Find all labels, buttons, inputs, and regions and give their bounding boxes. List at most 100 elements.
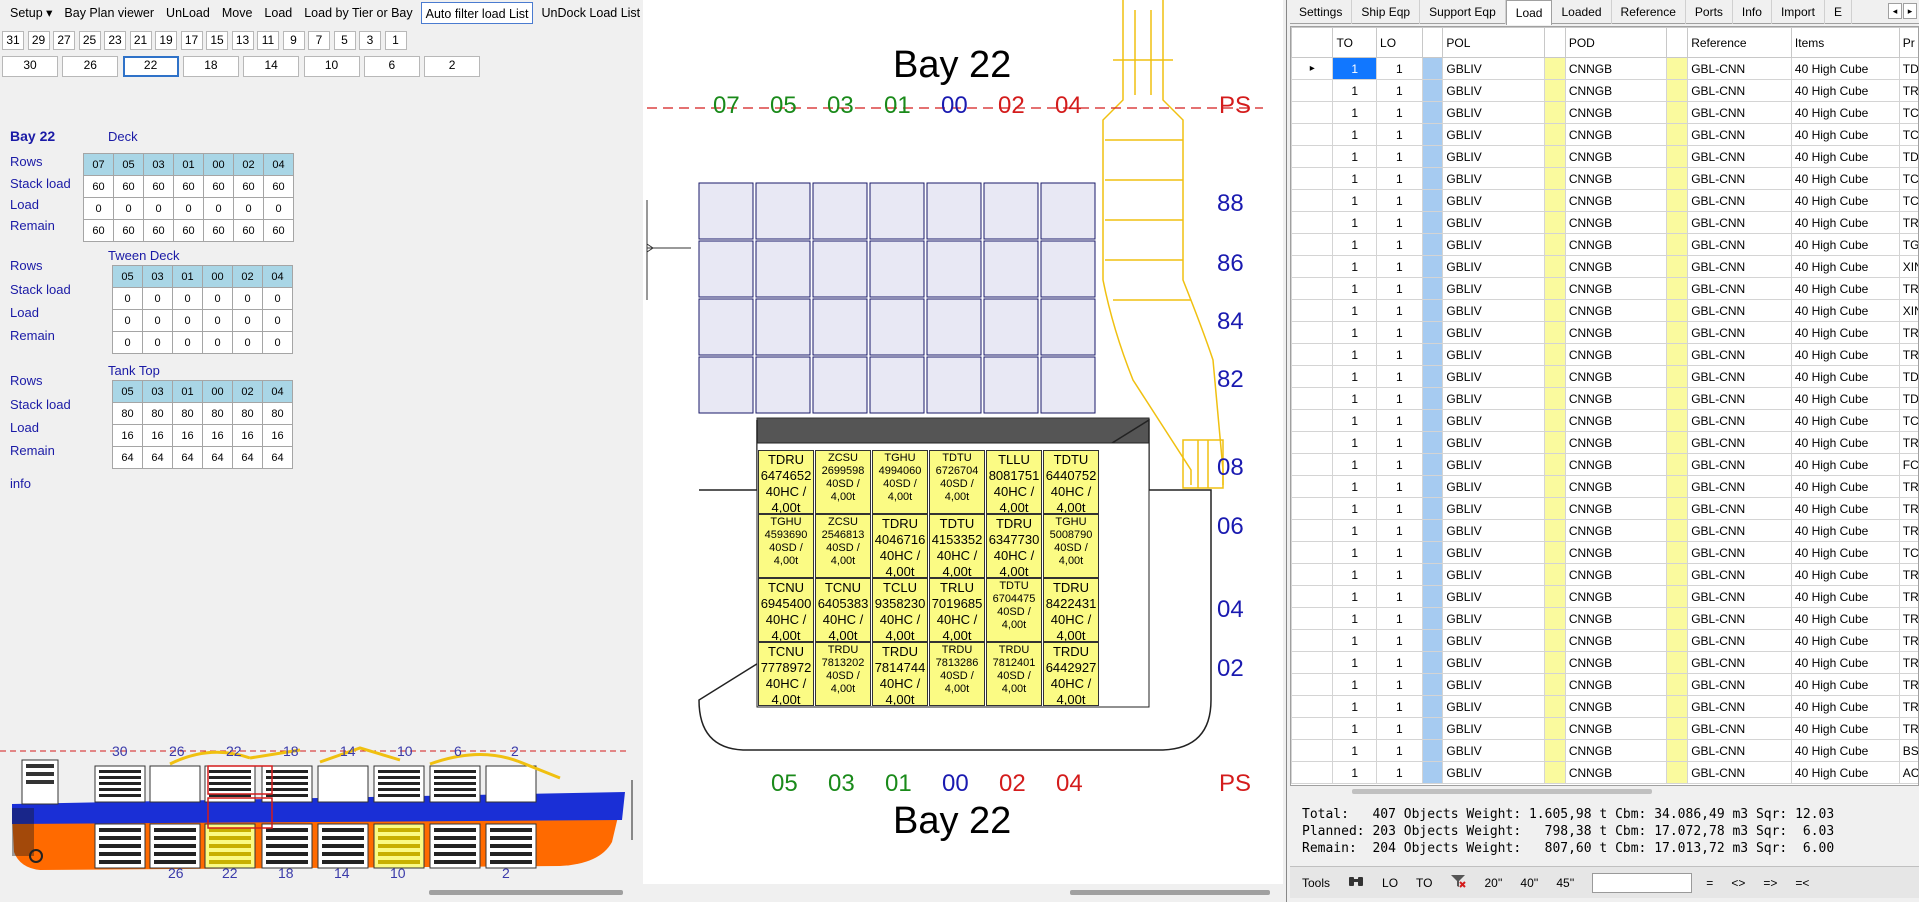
cell-reference[interactable]: GBL-CNN [1687, 409, 1792, 432]
cell-lo[interactable]: 1 [1376, 673, 1423, 696]
cell-reference[interactable]: GBL-CNN [1687, 189, 1792, 212]
cell-items[interactable]: 40 High Cube [1790, 233, 1900, 256]
cell-to[interactable]: 1 [1332, 123, 1378, 146]
cell-items[interactable]: 40 High Cube [1790, 211, 1900, 234]
cell-pod[interactable]: CNNGB [1564, 431, 1668, 454]
cell-prefix[interactable]: TD [1898, 57, 1918, 80]
cell-to[interactable]: 1 [1332, 475, 1378, 498]
tab-import[interactable]: Import [1772, 0, 1825, 24]
cell-items[interactable]: 40 High Cube [1790, 431, 1900, 454]
container-cell[interactable]: TGHU 4593690 40SD / 4,00t [758, 514, 814, 578]
cell-reference[interactable]: GBL-CNN [1687, 167, 1792, 190]
bay-button-26[interactable]: 26 [62, 56, 119, 77]
cell-prefix[interactable]: FCI [1898, 453, 1918, 476]
row-indicator[interactable] [1291, 167, 1334, 190]
container-cell[interactable]: TDRU 6474652 40HC / 4,00t [758, 450, 814, 514]
cell-items[interactable]: 40 High Cube [1790, 475, 1900, 498]
cell-prefix[interactable]: TC [1898, 101, 1918, 124]
cell-pol[interactable]: GBLIV [1442, 607, 1546, 630]
deck-slot[interactable] [869, 182, 925, 240]
cell-lo[interactable]: 1 [1376, 145, 1423, 168]
tab-settings[interactable]: Settings [1290, 0, 1353, 24]
row-indicator[interactable] [1291, 145, 1334, 168]
cell-reference[interactable]: GBL-CNN [1687, 365, 1792, 388]
cell-prefix[interactable]: TR [1898, 497, 1918, 520]
cell-pol[interactable]: GBLIV [1442, 255, 1546, 278]
cell-prefix[interactable]: TD [1898, 387, 1918, 410]
grid-hscroll-thumb[interactable] [1352, 789, 1652, 794]
bay-button-9[interactable]: 9 [282, 31, 305, 50]
deck-slot[interactable] [1040, 240, 1096, 298]
deck-slot[interactable] [812, 356, 868, 414]
cell-prefix[interactable]: TD [1898, 365, 1918, 388]
tab-load[interactable]: Load [1505, 0, 1553, 25]
cell-lo[interactable]: 1 [1376, 123, 1423, 146]
cell-pol[interactable]: GBLIV [1442, 387, 1546, 410]
cell-lo[interactable]: 1 [1376, 387, 1423, 410]
cell-pol[interactable]: GBLIV [1442, 695, 1546, 718]
bay-button-10[interactable]: 10 [303, 56, 360, 77]
container-cell[interactable]: TCNU 6405383 40HC / 4,00t [815, 578, 871, 642]
row-indicator[interactable] [1291, 695, 1334, 718]
cell-items[interactable]: 40 High Cube [1790, 189, 1900, 212]
cell-pol[interactable]: GBLIV [1442, 563, 1546, 586]
cell-prefix[interactable]: TD [1898, 145, 1918, 168]
bay-button-13[interactable]: 13 [231, 31, 254, 50]
cell-reference[interactable]: GBL-CNN [1687, 211, 1792, 234]
cell-prefix[interactable]: TG [1898, 233, 1918, 256]
row-indicator[interactable] [1291, 79, 1334, 102]
deck-slot[interactable] [812, 240, 868, 298]
cell-items[interactable]: 40 High Cube [1790, 343, 1900, 366]
cell-prefix[interactable]: TC [1898, 123, 1918, 146]
cell-items[interactable]: 40 High Cube [1790, 453, 1900, 476]
filter-20-button[interactable]: 20'' [1484, 875, 1503, 890]
deck-slot[interactable] [1040, 182, 1096, 240]
filter-40-button[interactable]: 40'' [1520, 875, 1539, 890]
bay-button-1[interactable]: 1 [384, 31, 407, 50]
cell-lo[interactable]: 1 [1376, 497, 1423, 520]
cell-pod[interactable]: CNNGB [1564, 475, 1668, 498]
cell-pol[interactable]: GBLIV [1442, 299, 1546, 322]
container-cell[interactable]: TRDU 6442927 40HC / 4,00t [1043, 642, 1099, 706]
cell-reference[interactable]: GBL-CNN [1687, 541, 1792, 564]
equals-button[interactable]: = [1706, 875, 1714, 890]
cell-pol[interactable]: GBLIV [1442, 145, 1546, 168]
cell-to[interactable]: 1 [1332, 343, 1378, 366]
cell-reference[interactable]: GBL-CNN [1687, 343, 1792, 366]
container-cell[interactable]: TCNU 6945400 40HC / 4,00t [758, 578, 814, 642]
cell-items[interactable]: 40 High Cube [1790, 277, 1900, 300]
deck-slot[interactable] [698, 356, 754, 414]
cell-pod[interactable]: CNNGB [1564, 101, 1668, 124]
cell-lo[interactable]: 1 [1376, 431, 1423, 454]
cell-lo[interactable]: 1 [1376, 409, 1423, 432]
less-equal-button[interactable]: =< [1795, 875, 1810, 890]
row-indicator[interactable] [1291, 189, 1334, 212]
cell-to[interactable]: 1 [1332, 387, 1378, 410]
cell-prefix[interactable]: TR [1898, 321, 1918, 344]
binoculars-icon[interactable] [1348, 874, 1364, 891]
cell-pod[interactable]: CNNGB [1564, 211, 1668, 234]
cell-pod[interactable]: CNNGB [1564, 365, 1668, 388]
row-indicator[interactable] [1291, 343, 1334, 366]
cell-pol[interactable]: GBLIV [1442, 277, 1546, 300]
cell-lo[interactable]: 1 [1376, 167, 1423, 190]
cell-pod[interactable]: CNNGB [1564, 739, 1668, 762]
bay-button-30[interactable]: 30 [2, 56, 58, 77]
cell-to[interactable]: 1 [1332, 717, 1378, 740]
greater-equal-button[interactable]: => [1763, 875, 1778, 890]
to-button[interactable]: TO [1416, 875, 1433, 890]
bay-button-17[interactable]: 17 [180, 31, 203, 50]
cell-lo[interactable]: 1 [1376, 365, 1423, 388]
cell-items[interactable]: 40 High Cube [1790, 761, 1900, 784]
filter-input[interactable] [1592, 872, 1693, 893]
row-indicator[interactable] [1291, 431, 1334, 454]
deck-slot[interactable] [755, 298, 811, 356]
